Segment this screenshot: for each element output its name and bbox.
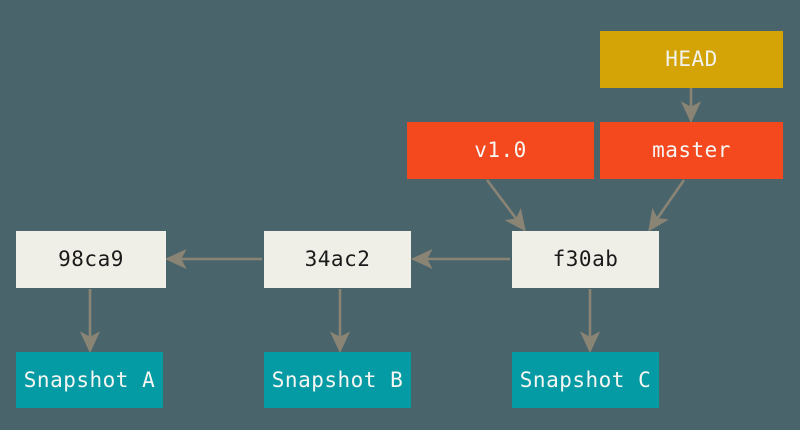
node-head[interactable]: HEAD — [600, 31, 783, 88]
node-commit-f30ab[interactable]: f30ab — [512, 231, 659, 288]
node-commit-98ca9[interactable]: 98ca9 — [16, 231, 166, 288]
node-tag-v1-0[interactable]: v1.0 — [407, 122, 594, 179]
node-snapshot-a[interactable]: Snapshot A — [16, 352, 163, 408]
node-snapshot-c[interactable]: Snapshot C — [512, 352, 659, 408]
node-label: 98ca9 — [58, 247, 124, 271]
node-commit-34ac2[interactable]: 34ac2 — [264, 231, 411, 288]
node-label: HEAD — [665, 47, 718, 71]
node-label: Snapshot B — [271, 367, 404, 392]
edge-master-to-f30ab — [648, 179, 686, 232]
node-branch-master[interactable]: master — [600, 122, 783, 179]
node-label: v1.0 — [474, 138, 527, 162]
node-label: Snapshot C — [519, 367, 652, 392]
edge-v10-to-f30ab — [485, 179, 526, 232]
node-label: master — [652, 138, 731, 162]
node-label: 34ac2 — [304, 247, 371, 271]
node-label: Snapshot A — [23, 367, 156, 392]
node-snapshot-b[interactable]: Snapshot B — [264, 352, 411, 408]
node-label: f30ab — [552, 247, 619, 271]
